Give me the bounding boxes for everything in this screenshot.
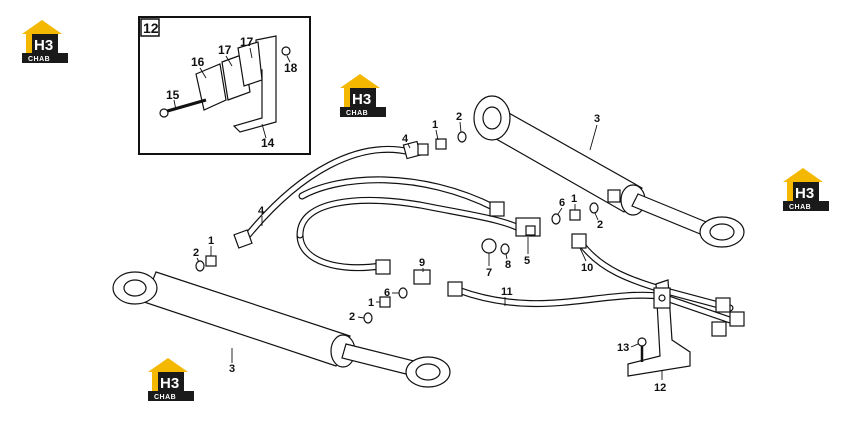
callout-12: 12 bbox=[654, 382, 666, 394]
seal-2-right bbox=[589, 202, 599, 214]
inset-label-16: 16 bbox=[191, 55, 205, 69]
cylinder-lower-barrel bbox=[143, 271, 351, 367]
logo-3-bottom-text: CHAB bbox=[789, 204, 811, 211]
callout-10: 10 bbox=[581, 262, 593, 274]
seal-6-right bbox=[551, 213, 561, 225]
callout-1-left: 1 bbox=[208, 235, 214, 247]
fitting-1-left bbox=[205, 255, 217, 267]
cylinder-upper-mount-hole bbox=[482, 106, 502, 130]
logo-4: H3 CHAB bbox=[148, 358, 194, 401]
callout-1-top: 1 bbox=[432, 119, 438, 131]
port-cylinder-upper bbox=[607, 189, 621, 203]
callout-6-right: 6 bbox=[559, 197, 565, 209]
logo-2-bottom-text: CHAB bbox=[346, 110, 368, 117]
cylinder-upper-eye-hole bbox=[709, 223, 735, 241]
inset-title: 12 bbox=[143, 20, 159, 36]
inset-label-14: 14 bbox=[261, 136, 275, 150]
bolt-15 bbox=[163, 98, 207, 114]
seal-6-left bbox=[398, 287, 408, 299]
logo-4-bottom-text: CHAB bbox=[154, 394, 176, 401]
bolt-13 bbox=[637, 337, 647, 347]
logo-3-top-text: H3 bbox=[795, 185, 814, 202]
callout-1-lower: 1 bbox=[368, 297, 374, 309]
hose-end-4-right bbox=[489, 201, 505, 217]
callout-2-right: 2 bbox=[597, 219, 603, 231]
inset-label-18: 18 bbox=[284, 61, 298, 75]
callout-2-left: 2 bbox=[193, 247, 199, 259]
logo-3: H3 CHAB bbox=[783, 168, 829, 211]
plug-7 bbox=[481, 238, 497, 254]
seal-2-lower bbox=[363, 312, 373, 324]
fitting-1-top bbox=[435, 138, 447, 150]
logo-4-top-text: H3 bbox=[160, 375, 179, 392]
clamp-17b bbox=[237, 41, 263, 87]
logo-1: H3 CHAB bbox=[22, 20, 68, 63]
callouts: 3 3 4 4 1 1 1 1 2 2 2 2 5 6 6 7 8 9 bbox=[193, 111, 666, 394]
hoses bbox=[240, 145, 734, 324]
fitting-1-right bbox=[569, 209, 581, 221]
callout-3-bottom: 3 bbox=[229, 363, 235, 375]
hose-end-loop bbox=[375, 259, 391, 275]
inset-title-box bbox=[140, 18, 160, 37]
bracket-12 bbox=[627, 279, 691, 377]
hose-end-4-left bbox=[233, 229, 253, 249]
block-16 bbox=[195, 63, 227, 111]
hose-4-upper bbox=[240, 145, 414, 244]
cylinder-lower-eye-hole bbox=[415, 363, 441, 381]
cylinder-lower bbox=[112, 271, 451, 388]
fittings bbox=[195, 131, 745, 337]
inset-label-15: 15 bbox=[166, 88, 180, 102]
hose-end-11 bbox=[447, 281, 463, 297]
hose-end-lower-right bbox=[711, 321, 727, 337]
callout-5: 5 bbox=[524, 255, 530, 267]
bracket-12-bolt bbox=[658, 294, 666, 302]
bolt-15-head bbox=[159, 108, 169, 118]
callout-4-top: 4 bbox=[402, 133, 409, 145]
inset-label-17b: 17 bbox=[240, 35, 254, 49]
seal-8 bbox=[500, 243, 510, 255]
callout-2-top: 2 bbox=[456, 111, 462, 123]
inset-label-17a: 17 bbox=[218, 43, 232, 57]
logo-2: H3 CHAB bbox=[340, 74, 386, 117]
nut-18 bbox=[281, 46, 291, 56]
callout-7: 7 bbox=[486, 267, 492, 279]
seal-2-left bbox=[195, 260, 205, 272]
callout-1-right: 1 bbox=[571, 193, 577, 205]
inset-bracket-detail: 12 14 15 16 17 17 18 bbox=[138, 16, 311, 155]
hose-loop bbox=[296, 231, 384, 272]
callout-3-top: 3 bbox=[594, 113, 600, 125]
cylinder-upper bbox=[473, 95, 745, 248]
elbow-9 bbox=[413, 269, 431, 285]
callout-2-lower: 2 bbox=[349, 311, 355, 323]
hose-end-11-right bbox=[729, 311, 745, 327]
seal-2-top bbox=[457, 131, 467, 143]
inset-frame bbox=[138, 16, 311, 155]
cylinder-lower-mount-hole bbox=[123, 279, 147, 297]
callout-13: 13 bbox=[617, 342, 629, 354]
callout-4-mid: 4 bbox=[258, 205, 265, 217]
logo-2-top-text: H3 bbox=[352, 91, 371, 108]
adapter-1-top bbox=[417, 143, 429, 156]
logo-1-top-text: H3 bbox=[34, 37, 53, 54]
hose-end-10 bbox=[571, 233, 587, 249]
callout-6-left: 6 bbox=[384, 287, 390, 299]
block-5-port bbox=[525, 225, 536, 236]
callout-9: 9 bbox=[419, 257, 425, 269]
hose-end-10-right bbox=[715, 297, 731, 313]
logo-1-bottom-text: CHAB bbox=[28, 56, 50, 63]
callout-11: 11 bbox=[501, 286, 513, 298]
callout-8: 8 bbox=[505, 259, 511, 271]
